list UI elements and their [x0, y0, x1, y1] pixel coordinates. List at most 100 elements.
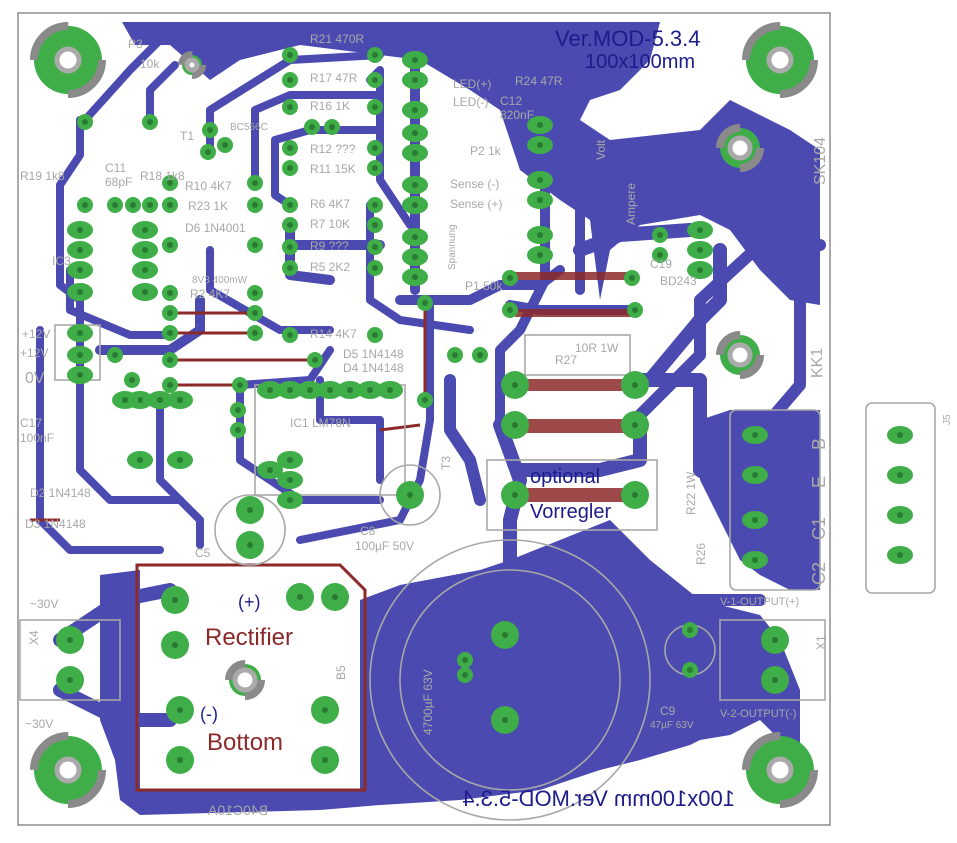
label-cap-big: 4700µF 63V — [421, 669, 435, 735]
pad-drill — [752, 432, 758, 438]
pad-drill — [412, 202, 418, 208]
pad-drill — [129, 377, 135, 383]
label-r11: R11 15K — [310, 162, 356, 176]
label-sense-p: Sense (+) — [450, 197, 502, 211]
pad-drill — [167, 382, 173, 388]
label-ic1: IC1 LM78N — [290, 416, 351, 430]
label-b: B — [809, 438, 829, 450]
pad-drill — [207, 127, 213, 133]
label-d3: D3 1N4148 — [25, 517, 86, 531]
pad-drill — [287, 497, 293, 503]
pad-drill — [252, 202, 258, 208]
pad-drill — [367, 387, 373, 393]
ac-label-top: ~30V — [30, 597, 58, 611]
label-c2: C2 — [809, 562, 829, 585]
label-c8v: 100µF 50V — [355, 539, 414, 553]
pad-drill — [112, 352, 118, 358]
label-spannung: Spannung — [447, 224, 458, 270]
pad-drill — [177, 397, 183, 403]
label-c8: C8 — [360, 524, 376, 538]
bottom-label: Bottom — [207, 729, 283, 756]
pad-drill — [235, 427, 241, 433]
pad-drill — [322, 757, 328, 763]
mounting-hole-drill — [54, 756, 82, 784]
pad-drill — [387, 387, 393, 393]
pads — [56, 47, 913, 774]
pad-drill — [177, 757, 183, 763]
mounting-hole-drill — [766, 46, 794, 74]
pad-drill — [287, 457, 293, 463]
label-p2: P2 1k — [470, 144, 502, 158]
pad-drill — [177, 707, 183, 713]
pad-drill — [372, 52, 378, 58]
pad-drill — [137, 457, 143, 463]
pad-drill — [82, 202, 88, 208]
mounting-holes — [30, 22, 818, 808]
pad-drill — [267, 387, 273, 393]
label-r10: R10 4K7 — [185, 179, 232, 193]
pad-drill — [412, 57, 418, 63]
pad-drill — [287, 387, 293, 393]
label-sense-m: Sense (-) — [450, 177, 499, 191]
heatsink-bolt-drill — [727, 342, 753, 368]
pad-drill — [287, 477, 293, 483]
minus-label: (-) — [200, 704, 218, 724]
rectifier-bolt-drill — [232, 667, 258, 693]
pad-drill — [632, 422, 638, 428]
pad-drill — [142, 247, 148, 253]
pad-drill — [897, 472, 903, 478]
pad-drill — [122, 397, 128, 403]
pad-drill — [687, 667, 693, 673]
pad-drill — [167, 310, 173, 316]
pad-drill — [372, 77, 378, 83]
top-layer-wires — [30, 272, 638, 522]
pad-drill — [507, 275, 513, 281]
pad-drill — [537, 142, 543, 148]
pad-drill — [287, 165, 293, 171]
pad-drill — [167, 180, 173, 186]
pad-drill — [752, 517, 758, 523]
label-r26: R26 — [694, 543, 708, 565]
label-c1: C1 — [809, 517, 829, 540]
label-t1v: BC556C — [230, 122, 268, 133]
label-ampere: Ampere — [624, 183, 638, 225]
label-zd: 8V3 400mW — [192, 275, 248, 286]
label-out1: V-1-OUTPUT(+) — [720, 596, 799, 608]
pad-drill — [537, 177, 543, 183]
label-p3v: 10k — [140, 57, 160, 71]
pad-drill — [512, 382, 518, 388]
pad-drill — [312, 357, 318, 363]
label-c12: C12 — [500, 94, 522, 108]
pad-drill — [287, 52, 293, 58]
pad-drill — [412, 274, 418, 280]
copper-pour-bottom — [100, 520, 800, 815]
pad-drill — [327, 387, 333, 393]
pad-drill — [112, 202, 118, 208]
pad-drill — [77, 372, 83, 378]
pad-drill — [167, 357, 173, 363]
label-r14: R14 4K7 — [310, 327, 357, 341]
label-r23: R23 1K — [188, 199, 228, 213]
pad-drill — [167, 330, 173, 336]
rectifier-label: Rectifier — [205, 624, 293, 651]
mounting-hole-drill — [766, 756, 794, 784]
label-c11v: 68pF — [105, 175, 132, 189]
pad-drill — [167, 202, 173, 208]
label-b40c10a: B40C10A — [207, 802, 268, 818]
mounting-hole-drill — [54, 46, 82, 74]
silk-labels: R21 470R R17 47R R16 1K R12 ??? R11 15K … — [20, 32, 953, 818]
pad-drill — [77, 289, 83, 295]
label-d5: D5 1N4148 — [343, 347, 404, 361]
version-label: Ver.MOD-5.3.4 — [555, 26, 701, 51]
label-led-m: LED(-) — [453, 95, 488, 109]
label-x4: X4 — [27, 630, 41, 645]
pad-drill — [512, 492, 518, 498]
pad-drill — [172, 642, 178, 648]
label-b5: B5 — [334, 665, 348, 680]
vorregler-label: Vorregler — [530, 501, 611, 523]
pad-drill — [477, 352, 483, 358]
pad-drill — [452, 352, 458, 358]
pad-drill — [287, 265, 293, 271]
pad-drill — [697, 267, 703, 273]
pad-drill — [247, 507, 253, 513]
